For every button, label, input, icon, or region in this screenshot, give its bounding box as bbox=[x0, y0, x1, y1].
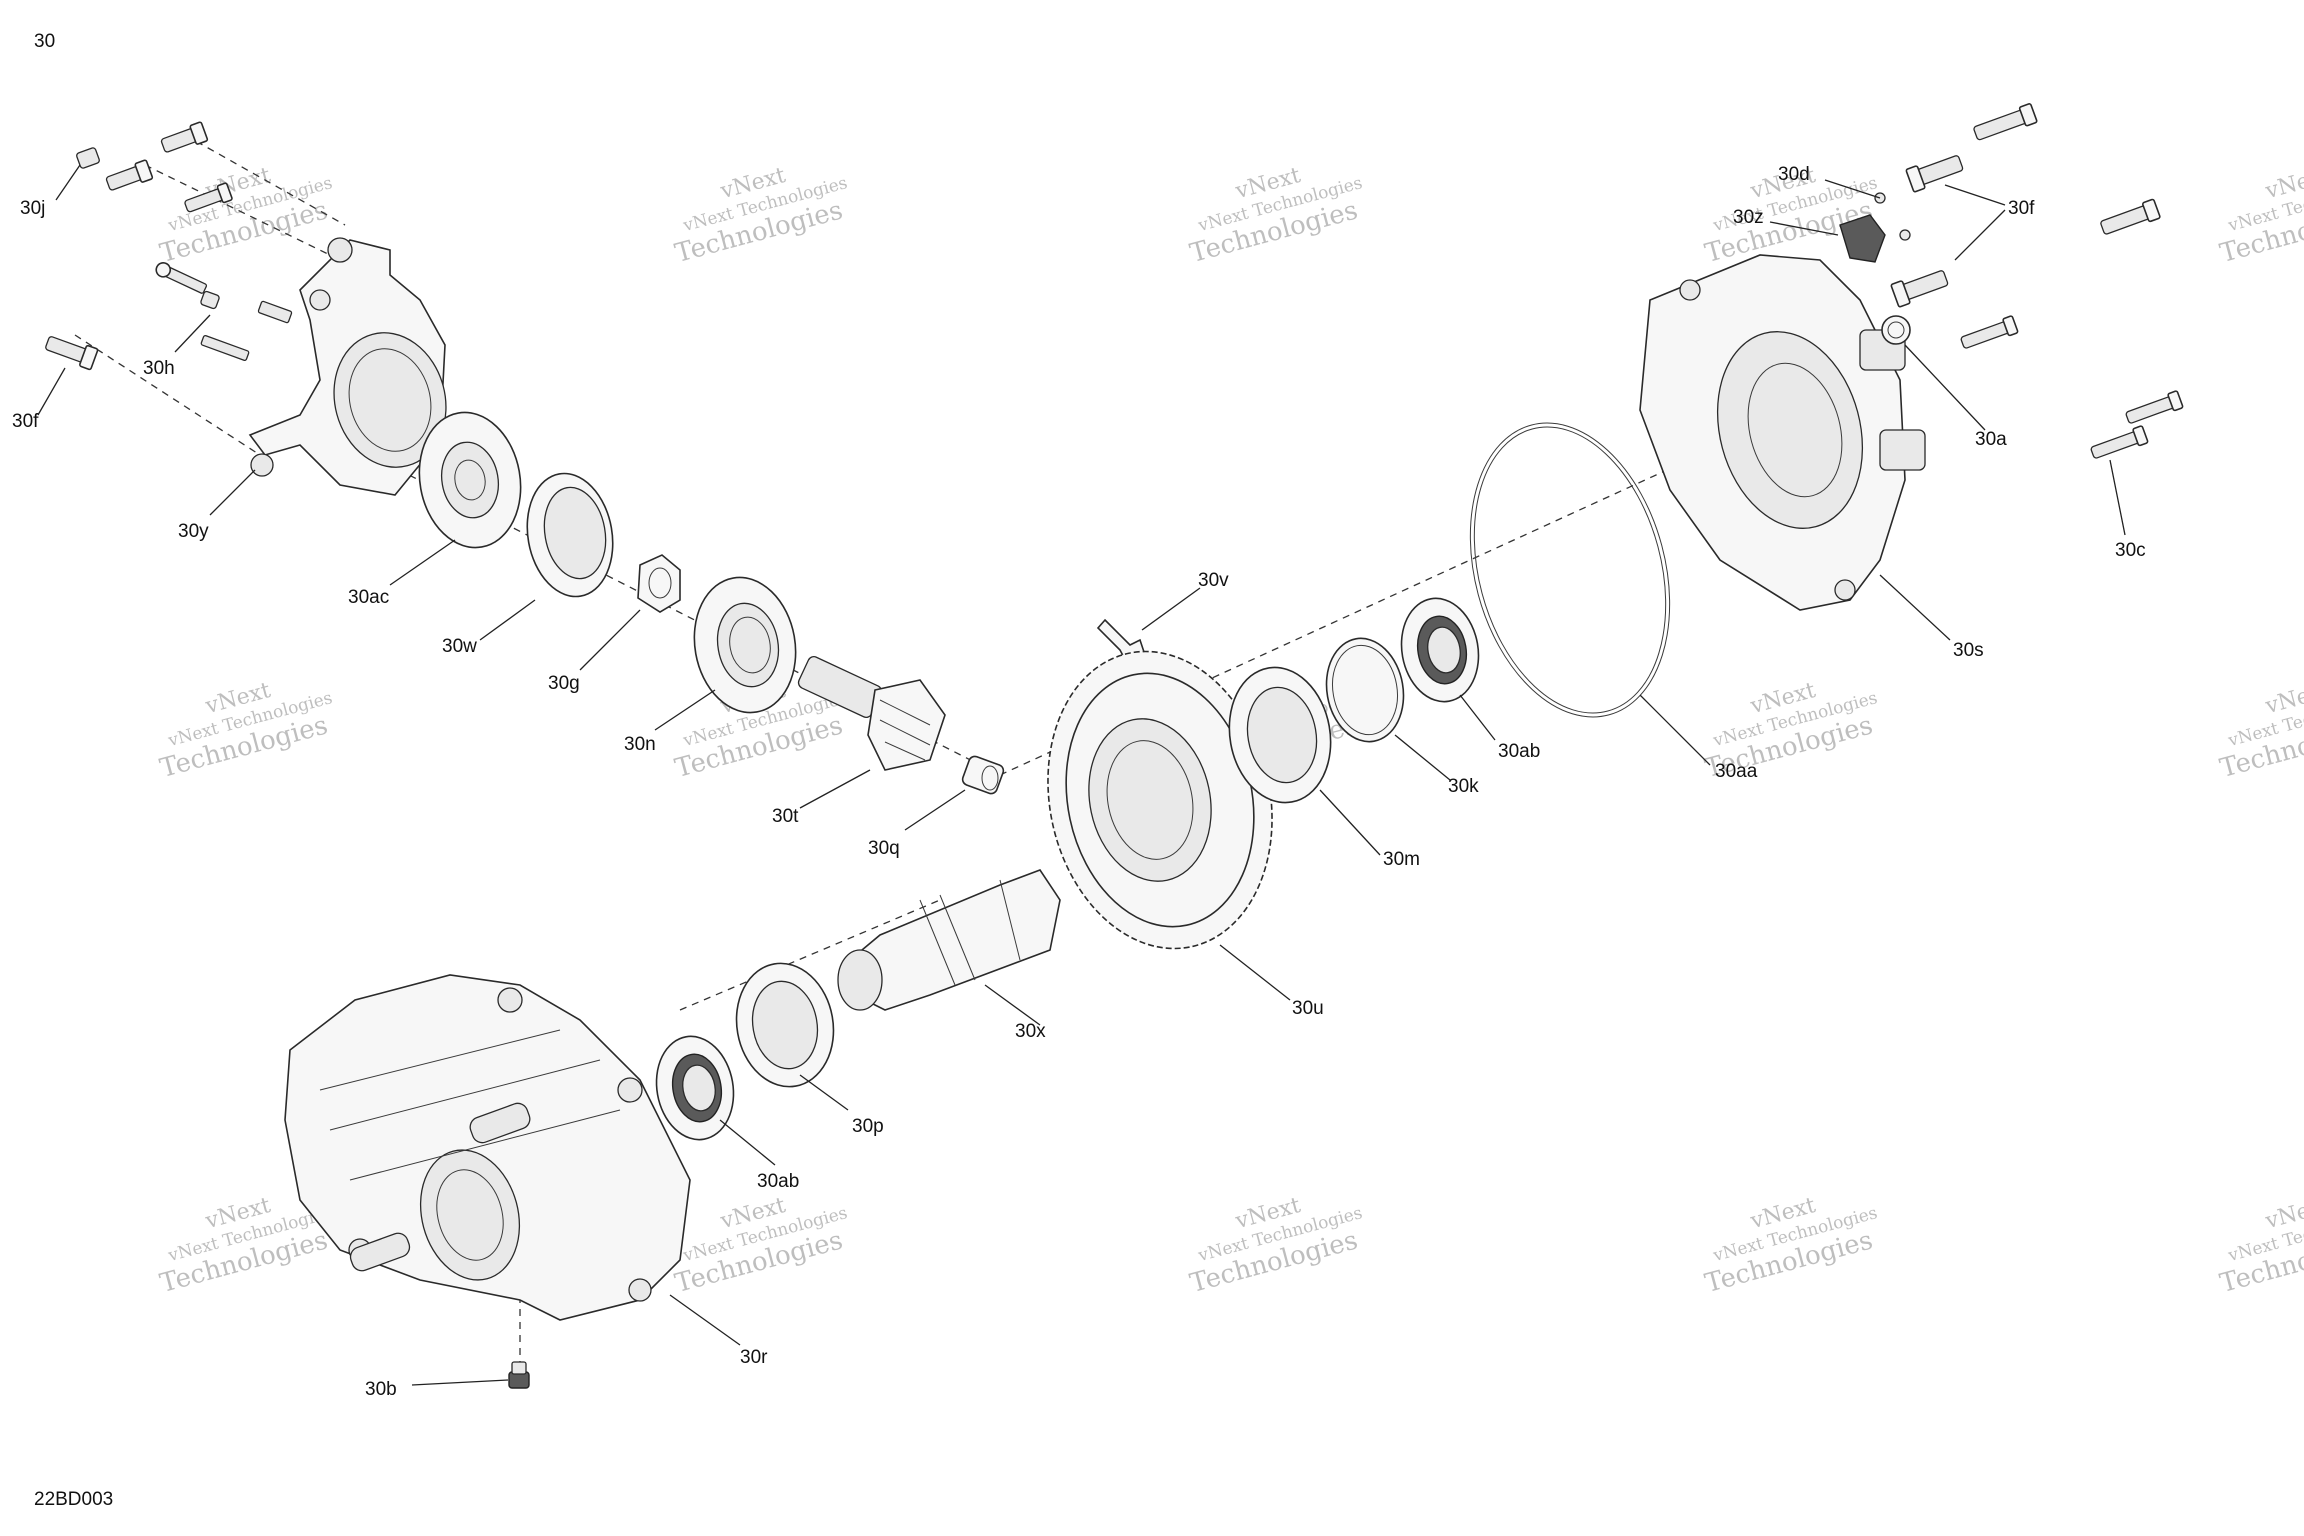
callout-30r: 30r bbox=[740, 1347, 768, 1368]
figure-id: 30 bbox=[34, 31, 55, 52]
bolts-group-left bbox=[45, 121, 293, 371]
callout-30n: 30n bbox=[624, 734, 656, 755]
nut-30g bbox=[637, 554, 681, 613]
callout-30x: 30x bbox=[1015, 1021, 1046, 1042]
pinion-gear-30t bbox=[797, 656, 946, 771]
seal-disc-30ac bbox=[418, 411, 522, 549]
bushing-30q bbox=[961, 755, 1005, 795]
shim-30k bbox=[1325, 637, 1405, 743]
bolts-group-right bbox=[1881, 103, 2184, 459]
callout-30c: 30c bbox=[2115, 540, 2146, 561]
callout-30a: 30a bbox=[1975, 429, 2007, 450]
callout-30ab-lower: 30ab bbox=[757, 1171, 799, 1192]
callout-30k: 30k bbox=[1448, 776, 1479, 797]
callout-30u: 30u bbox=[1292, 998, 1324, 1019]
callout-30t: 30t bbox=[772, 806, 799, 827]
callout-30f-left: 30f bbox=[12, 411, 39, 432]
bracket-housing-part bbox=[248, 237, 447, 496]
leader-lines bbox=[37, 164, 2126, 1386]
callout-30b: 30b bbox=[365, 1379, 397, 1400]
callout-30f-right: 30f bbox=[2008, 198, 2035, 219]
callout-30s: 30s bbox=[1953, 640, 1984, 661]
callout-30p: 30p bbox=[852, 1116, 884, 1137]
diff-carrier-30x bbox=[837, 869, 1061, 1011]
callout-30g: 30g bbox=[548, 673, 580, 694]
callout-30ab-upper: 30ab bbox=[1498, 741, 1540, 762]
callout-30ac: 30ac bbox=[348, 587, 389, 608]
seal-30p bbox=[735, 962, 835, 1088]
callout-30y: 30y bbox=[178, 521, 209, 542]
oring-30aa bbox=[1469, 422, 1671, 718]
seal-30ab-upper bbox=[1400, 597, 1480, 703]
housing-cover-30s bbox=[1639, 254, 1926, 611]
callout-30v: 30v bbox=[1198, 570, 1229, 591]
ring-30w bbox=[526, 472, 614, 598]
callout-labels: 30j 30f 30h 30y 30ac 30w 30g 30n 30t 30q… bbox=[12, 164, 2146, 1400]
callout-30q: 30q bbox=[868, 838, 900, 859]
bearing-30m bbox=[1228, 666, 1332, 804]
callout-30h: 30h bbox=[143, 358, 175, 379]
callout-30z: 30z bbox=[1733, 207, 1764, 228]
drawing-number: 22BD003 bbox=[34, 1489, 113, 1510]
drain-plug-30b bbox=[508, 1361, 530, 1389]
callout-30d: 30d bbox=[1778, 164, 1810, 185]
callout-30j: 30j bbox=[20, 198, 45, 219]
ring-gear-30u bbox=[1047, 650, 1273, 950]
callout-30m: 30m bbox=[1383, 849, 1420, 870]
callout-30w: 30w bbox=[442, 636, 477, 657]
seal-30ab-lower bbox=[655, 1035, 735, 1141]
main-housing-30r bbox=[284, 974, 691, 1321]
callout-30aa: 30aa bbox=[1715, 761, 1758, 782]
bearing-30n bbox=[693, 576, 797, 714]
